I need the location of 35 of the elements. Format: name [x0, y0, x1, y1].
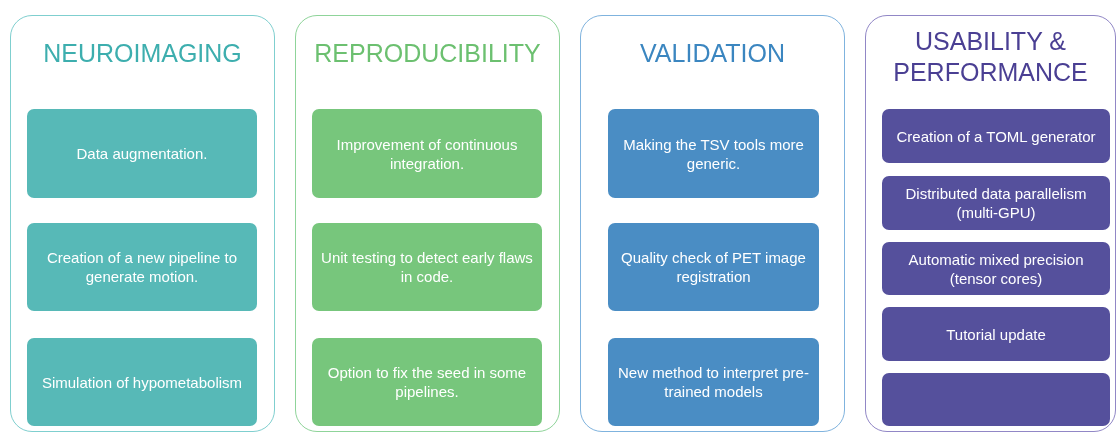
task-text: Simulation of hypometabolism	[41, 372, 243, 392]
task-text: Quality check of PET image registration	[620, 248, 807, 286]
task-text: Unit testing to detect early flaws in code.	[320, 248, 534, 286]
task-text: Improvement of continuous integration.	[335, 134, 519, 173]
task-card	[27, 109, 257, 198]
task-card	[27, 223, 257, 311]
task-text: Data augmentation.	[76, 144, 208, 163]
task-card	[312, 223, 542, 311]
task-card	[882, 307, 1110, 361]
task-card	[608, 338, 819, 426]
task-card	[27, 338, 257, 426]
task-card	[312, 338, 542, 426]
task-text: Creation of a TOML generator	[896, 126, 1096, 146]
task-text: Tutorial update	[946, 324, 1046, 344]
task-card	[312, 109, 542, 198]
task-text: Creation of a new pipeline to generate motion.	[45, 248, 239, 286]
category-panel	[295, 15, 560, 432]
panel-title: NEUROIMAGING	[43, 38, 242, 69]
category-panel	[10, 15, 275, 432]
task-card	[882, 242, 1110, 295]
category-panel	[580, 15, 845, 432]
task-text: Automatic mixed precision (tensor cores)	[907, 249, 1085, 288]
panel-title: VALIDATION	[640, 38, 785, 69]
category-panel	[865, 15, 1116, 432]
task-text: Option to fix the seed in some pipelines.	[326, 363, 528, 401]
task-text: Distributed data parallelism (multi-GPU)	[904, 184, 1088, 222]
task-text: Making the TSV tools more generic.	[622, 134, 805, 173]
task-card	[882, 176, 1110, 230]
panel-title: USABILITY & PERFORMANCE	[892, 26, 1089, 88]
panel-title: REPRODUCIBILITY	[314, 38, 541, 69]
task-card	[608, 223, 819, 311]
blank-card	[882, 373, 1110, 426]
task-text: New method to interpret pre-trained models	[617, 363, 810, 401]
task-card	[882, 109, 1110, 163]
task-card	[608, 109, 819, 198]
